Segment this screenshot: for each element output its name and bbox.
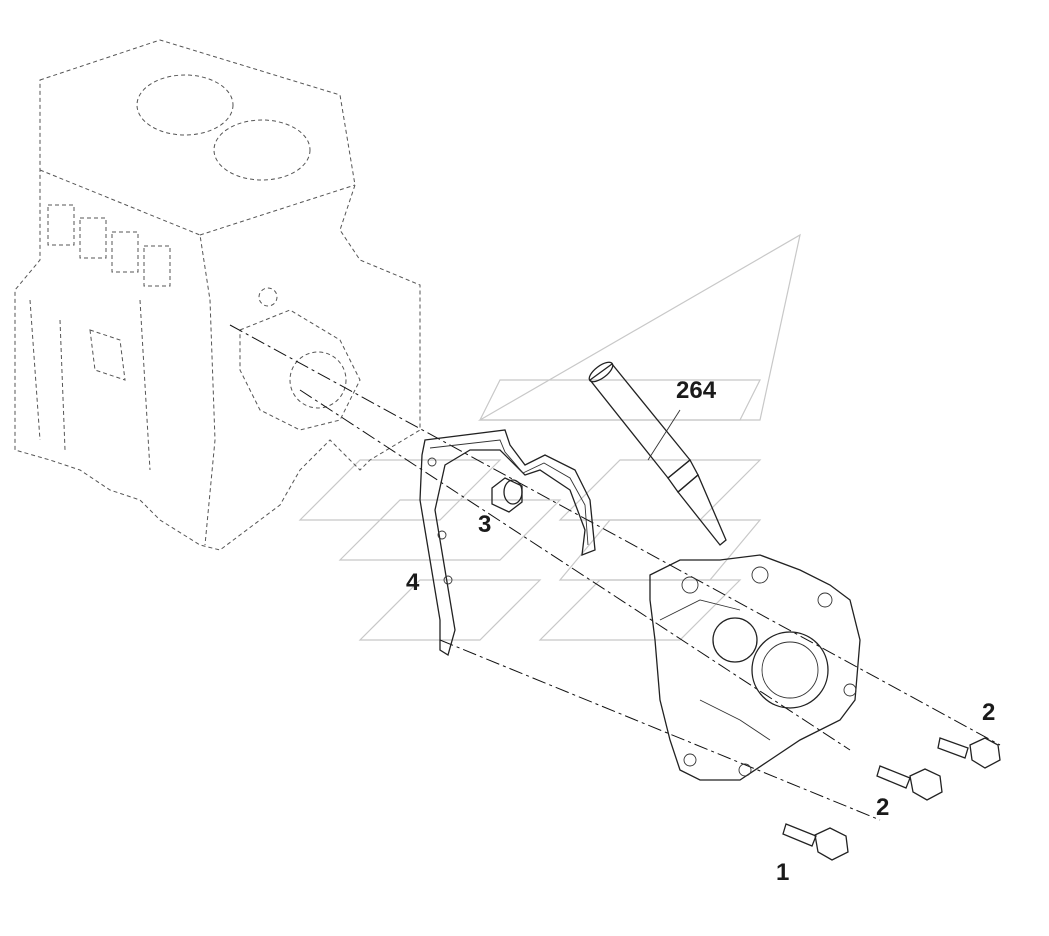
bolt-lower — [782, 823, 849, 861]
callout-2-upper: 2 — [982, 699, 995, 726]
callout-3: 3 — [478, 511, 491, 538]
gasket — [419, 429, 596, 657]
callout-4: 4 — [406, 569, 420, 596]
callout-2-lower: 2 — [876, 794, 889, 821]
callout-1: 1 — [776, 859, 789, 886]
engine-block — [14, 39, 421, 551]
bolt-middle — [876, 765, 943, 801]
dowel-bushing — [491, 477, 523, 513]
center-lines — [229, 324, 1001, 821]
bolt-upper — [937, 737, 1001, 769]
sealant-tube — [588, 361, 727, 546]
callout-264: 264 — [676, 377, 717, 404]
watermark-logo — [298, 233, 801, 641]
gear-case-cover — [649, 554, 861, 781]
leader-264 — [647, 409, 681, 461]
